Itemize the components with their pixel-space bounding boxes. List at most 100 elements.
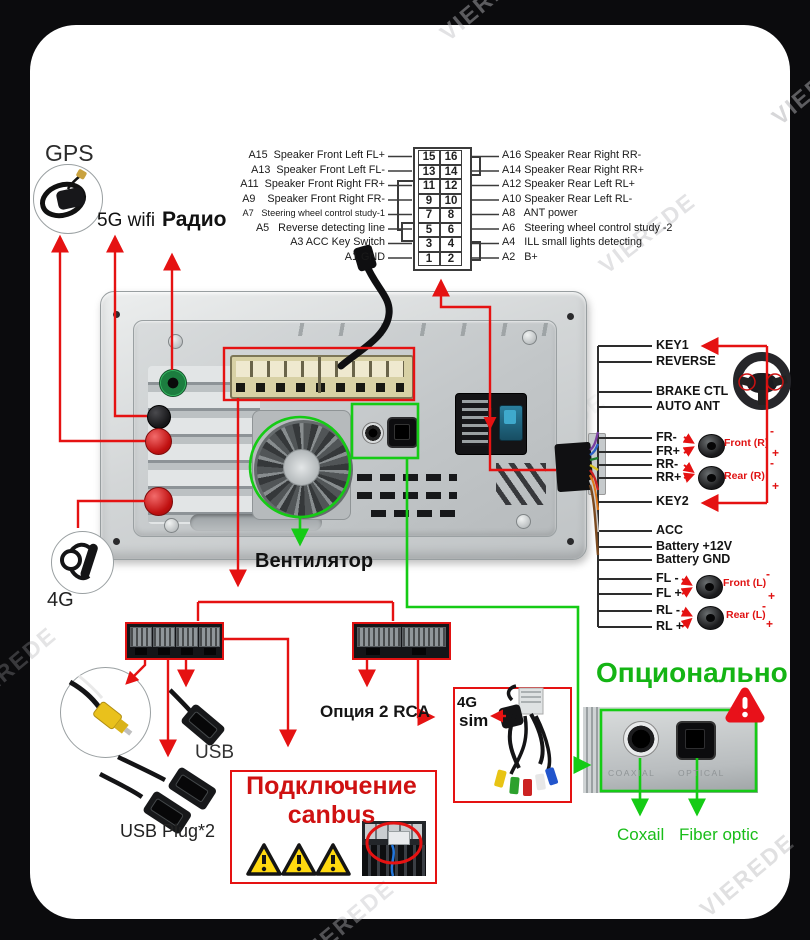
canbus-title-line1: Подключение bbox=[246, 772, 417, 800]
polarity-plus: + bbox=[772, 479, 780, 493]
pin-row-right-label: A6 Steering wheel control study -2 bbox=[502, 221, 673, 234]
pin-row-left-label: A1 GND bbox=[344, 250, 385, 263]
pin-cell: 1 bbox=[418, 251, 440, 266]
vent-slots-row1 bbox=[357, 474, 457, 481]
io-tab bbox=[412, 648, 426, 655]
screw bbox=[168, 334, 183, 349]
io-tab bbox=[204, 648, 216, 655]
vent-slots-slanted bbox=[496, 463, 546, 505]
top-vent-notches bbox=[282, 323, 554, 336]
polarity-plus: + bbox=[768, 589, 776, 603]
io-socket bbox=[357, 627, 401, 647]
main-harness-socket bbox=[230, 355, 414, 399]
speaker-front-left bbox=[696, 575, 723, 599]
wire-label: FR- bbox=[656, 430, 677, 444]
speaker-front-right bbox=[698, 434, 725, 458]
wire-label: REVERSE bbox=[656, 354, 716, 368]
optical-engraving: OPTICAL bbox=[678, 768, 725, 778]
io-socket bbox=[130, 627, 152, 647]
pin-row-right-label: A12 Speaker Rear Left RL+ bbox=[502, 178, 635, 190]
wire-label: BRAKE CTL bbox=[656, 384, 729, 398]
wire-label: FR+ bbox=[656, 444, 680, 458]
socket-divider bbox=[318, 357, 321, 393]
speaker-label-front-l: Front (L) bbox=[723, 577, 767, 589]
wire-label: FL + bbox=[656, 586, 682, 600]
io-tab bbox=[158, 648, 170, 655]
io-tab bbox=[135, 648, 147, 655]
pin-row-right-label: A14 Speaker Rear Right RR+ bbox=[502, 163, 644, 176]
lte-antenna-knob bbox=[144, 487, 173, 516]
speaker-hole bbox=[707, 474, 716, 482]
pin-cell: 7 bbox=[418, 208, 440, 223]
pin-row-left-label: A7 Steering wheel control study-1 bbox=[242, 208, 385, 218]
pin-row-left-label: A9 Speaker Front Right FR- bbox=[242, 192, 385, 205]
usb-label: USB bbox=[195, 742, 235, 763]
pin-row-left-label: A3 ACC Key Switch bbox=[290, 236, 385, 248]
polarity-plus: + bbox=[766, 617, 774, 631]
optional-title: Опционально bbox=[596, 657, 788, 688]
power-socket-pins bbox=[462, 400, 488, 446]
io-socket bbox=[199, 627, 220, 647]
wire-label: KEY1 bbox=[656, 338, 689, 352]
speaker-label-front-r: Front (R) bbox=[724, 437, 769, 449]
speaker-label-rear-r: Rear (R) bbox=[724, 470, 765, 482]
screw bbox=[164, 518, 179, 533]
pin-row-left-label: A13 Speaker Front Left FL- bbox=[251, 163, 385, 176]
wire-label: RL + bbox=[656, 619, 684, 633]
pin-cell: 15 bbox=[418, 150, 440, 165]
vent-slots-row3 bbox=[371, 510, 457, 517]
pin-cell: 6 bbox=[440, 222, 462, 237]
polarity-minus: - bbox=[770, 424, 774, 438]
io-tab bbox=[181, 648, 193, 655]
wire-label: Battery +12V bbox=[656, 539, 733, 553]
fan-hub bbox=[283, 449, 320, 486]
pin-cell: 5 bbox=[418, 222, 440, 237]
coaxial-engraving: COAXIAL bbox=[608, 768, 656, 778]
lte-antenna-photo bbox=[51, 531, 114, 594]
screw bbox=[516, 514, 531, 529]
optional-panel-edge bbox=[583, 707, 600, 793]
pin-cell: 8 bbox=[440, 208, 462, 223]
pin-cell: 12 bbox=[440, 179, 462, 194]
pin-cell: 14 bbox=[440, 164, 462, 179]
usb-plug-label: USB Plug*2 bbox=[120, 821, 216, 841]
pin-cell: 3 bbox=[418, 237, 440, 252]
watermark: VIEREDE bbox=[0, 0, 15, 59]
pin-cell: 11 bbox=[418, 179, 440, 194]
rca-video-photo bbox=[60, 667, 151, 758]
wire-label: RL - bbox=[656, 603, 681, 617]
fan-label: Вентилятор bbox=[255, 550, 374, 572]
pin-row-right-label: A2 B+ bbox=[502, 250, 538, 263]
wire-label: RR+ bbox=[656, 470, 682, 484]
fiber-label: Fiber optic bbox=[679, 825, 759, 844]
speaker-rear-left bbox=[697, 606, 724, 630]
coaxial-label: Coxail bbox=[617, 825, 665, 844]
coaxial-port bbox=[623, 721, 659, 757]
wifi-antenna-knob bbox=[147, 405, 171, 429]
wire-label: AUTO ANT bbox=[656, 399, 720, 413]
polarity-plus: + bbox=[772, 446, 780, 460]
optical-port-inner bbox=[685, 729, 705, 749]
pin-row-left-label: A5 Reverse detecting line bbox=[255, 221, 385, 234]
aux-jack-port bbox=[362, 422, 384, 444]
wire-label: FL - bbox=[656, 571, 679, 585]
sim-label: sim bbox=[459, 711, 489, 730]
frame-hole bbox=[567, 313, 574, 320]
polarity-minus: - bbox=[770, 456, 774, 470]
sim-4g-label: 4G bbox=[457, 694, 478, 711]
speaker-hole bbox=[705, 583, 714, 591]
speaker-rear-right bbox=[698, 466, 725, 490]
power-switch-inner bbox=[504, 410, 516, 424]
pin-row-left-label: A15 Speaker Front Left FL+ bbox=[248, 149, 385, 161]
rca-option-label: Опция 2 RCA bbox=[320, 702, 431, 721]
optical-out-inner bbox=[394, 424, 410, 440]
pin-cell: 2 bbox=[440, 251, 462, 266]
lte-label: 4G bbox=[47, 589, 74, 611]
frame-hole bbox=[567, 538, 574, 545]
pin-cell: 10 bbox=[440, 193, 462, 208]
canbus-title-line2: canbus bbox=[287, 801, 376, 829]
wire-label: RR- bbox=[656, 457, 679, 471]
canbus-warning-box bbox=[230, 770, 437, 884]
frame-hole bbox=[113, 311, 120, 318]
gps-antenna-photo bbox=[33, 164, 103, 234]
